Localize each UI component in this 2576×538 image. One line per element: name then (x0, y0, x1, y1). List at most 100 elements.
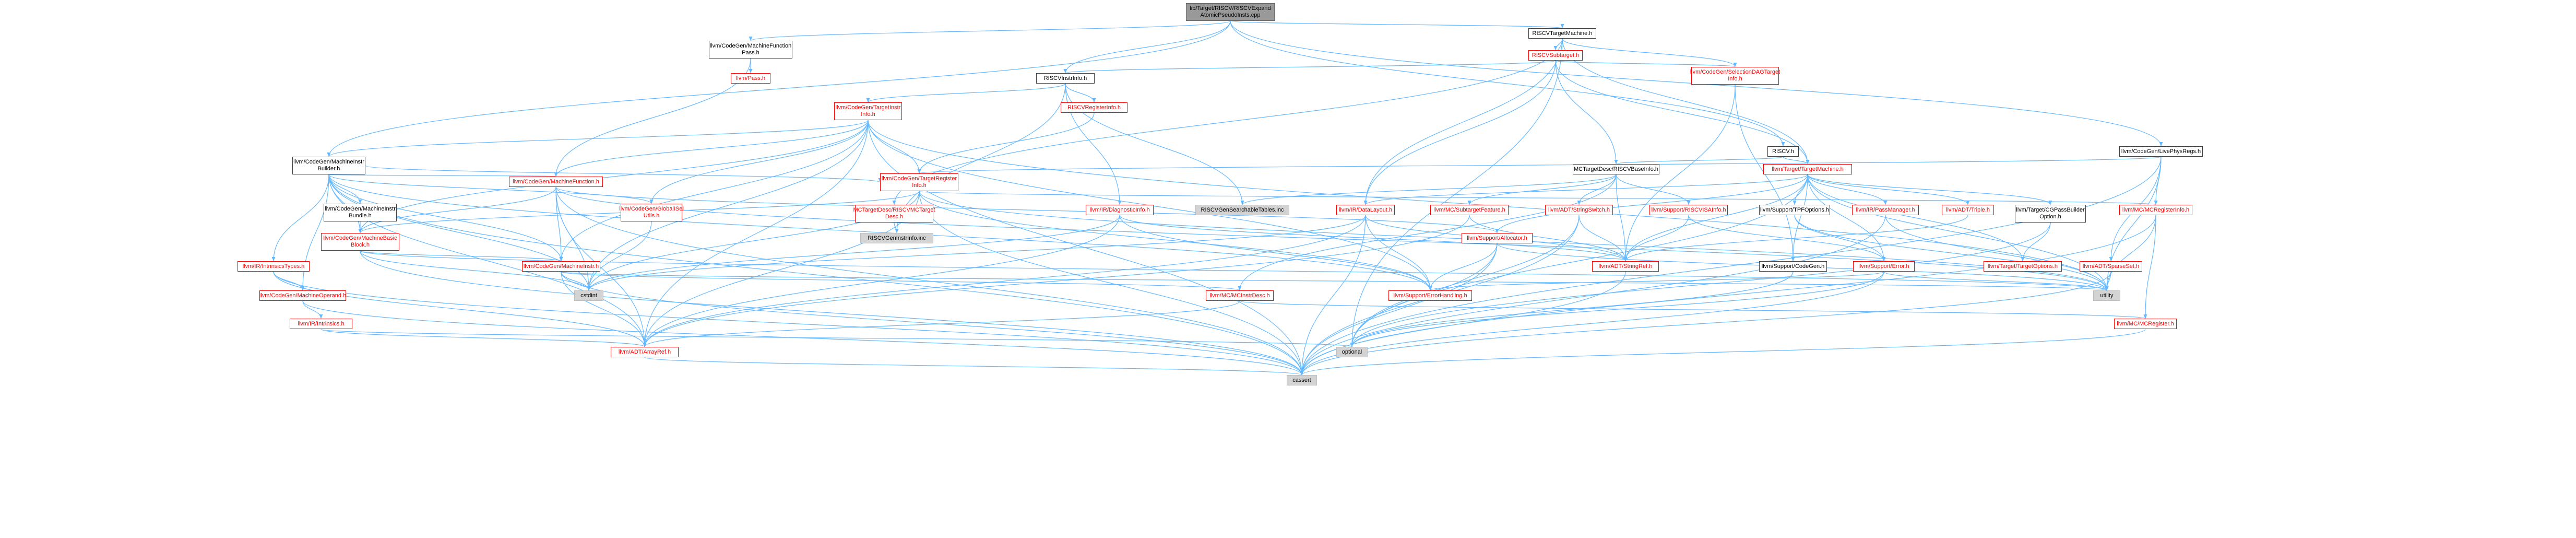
edge-tpf_options-to-utility (1794, 215, 2107, 291)
edge-arrowhead (358, 200, 362, 204)
node-pass-manager[interactable]: llvm/IR/PassManager.h (1852, 205, 1919, 215)
edge-target_machine-to-support_error (1807, 174, 1884, 262)
node-target-options[interactable]: llvm/Target/TargetOptions.h (1984, 261, 2062, 272)
node-tpf-options[interactable]: llvm/Support/TPFOptions.h (1759, 205, 1830, 215)
edge-machine_function-to-support_allocator (555, 186, 1498, 233)
node-machine-instr[interactable]: llvm/CodeGen/MachineInstr.h (522, 261, 600, 272)
edge-arrowhead (327, 153, 331, 157)
edge-target_machine-to-triple (1807, 174, 1968, 205)
edge-target_instrinfo-to-array_ref (644, 120, 869, 347)
edge-riscv_subtarget-to-mc_base_info (1555, 60, 1617, 165)
node-mc-subtarget-feature[interactable]: llvm/MC/SubtargetFeature.h (1430, 205, 1509, 215)
node-support-codegen[interactable]: llvm/Support/CodeGen.h (1759, 261, 1827, 272)
edge-target_instrinfo-to-machine_instr (561, 120, 869, 262)
node-riscv-subtarget[interactable]: RISCVSubtarget.h (1528, 50, 1583, 61)
edge-arrowhead (1363, 201, 1368, 205)
node-machine-operand[interactable]: llvm/CodeGen/MachineOperand.h (259, 290, 346, 301)
edge-target_machine-to-cgpassbuilder (1807, 174, 2051, 205)
node-error-handling[interactable]: llvm/Support/ErrorHandling.h (1388, 290, 1472, 301)
node-string-switch[interactable]: llvm/ADT/StringSwitch.h (1545, 205, 1613, 215)
node-mc-riscv-base-info[interactable]: MCTargetDesc/RISCVBaseInfo.h (1573, 164, 1659, 174)
node-machine-function[interactable]: llvm/CodeGen/MachineFunction.h (509, 177, 603, 187)
node-riscv-instrinfo[interactable]: RISCVInstrInfo.h (1036, 73, 1095, 84)
node-live-phys-regs[interactable]: llvm/CodeGen/LivePhysRegs.h (2119, 146, 2203, 157)
node-diagnostic-info[interactable]: llvm/IR/DiagnosticInfo.h (1086, 205, 1154, 215)
node-selectiondag-target-info[interactable]: llvm/CodeGen/SelectionDAGTarget Info.h (1690, 67, 1780, 85)
edge-arrowhead (1733, 63, 1737, 67)
edge-arrowhead (1350, 343, 1354, 347)
node-machine-instr-bundle[interactable]: llvm/CodeGen/MachineInstr Bundle.h (324, 204, 397, 221)
edge-arrowhead (866, 98, 870, 102)
node-machine-basic-block[interactable]: llvm/CodeGen/MachineBasic Block.h (321, 233, 399, 251)
node-ir-intrinsics[interactable]: llvm/IR/Intrinsics.h (290, 319, 352, 329)
edge-string_switch-to-optional (1351, 215, 1580, 347)
node-riscv-h[interactable]: RISCV.h (1767, 146, 1799, 157)
edge-arrowhead (1063, 69, 1067, 73)
edge-riscv_isainfo-to-string_ref (1625, 215, 1689, 262)
node-adt-array-ref[interactable]: llvm/ADT/ArrayRef.h (611, 347, 679, 357)
edge-arrowhead (358, 229, 362, 233)
node-riscv-isa-info[interactable]: llvm/Support/RISCVISAInfo.h (1649, 205, 1728, 215)
edge-machine_function-to-cstdint (555, 186, 589, 291)
edge-arrowhead (917, 169, 921, 173)
edge-arrowhead (1806, 160, 1810, 164)
edge-mc_register-to-cassert (1301, 329, 2146, 376)
edge-arrowhead (1300, 371, 1304, 375)
edge-target_reginfo-to-cassert (919, 191, 1302, 376)
node-machine-function-pass[interactable]: llvm/CodeGen/MachineFunction Pass.h (709, 41, 792, 59)
node-ir-intrinsics-types[interactable]: llvm/IR/IntrinsicsTypes.h (238, 261, 310, 272)
edge-riscv_targetmachine-to-mc_target_desc (894, 38, 1563, 205)
edge-support_error-to-error_handling (1430, 271, 1884, 291)
edge-arrowhead (1883, 201, 1888, 205)
edge-arrowhead (1553, 46, 1558, 50)
edge-mc_reginfo-to-mc_register (2145, 215, 2156, 319)
edge-codegen_h-to-optional (1351, 271, 1794, 347)
edge-support_allocator-to-error_handling (1430, 243, 1498, 291)
edge-mc_base_info-to-mc_subtarget_feature (1469, 174, 1617, 205)
edge-arrowhead (1092, 98, 1096, 102)
node-adt-triple[interactable]: llvm/ADT/Triple.h (1942, 205, 1994, 215)
node-ir-datalayout[interactable]: llvm/IR/DataLayout.h (1336, 205, 1395, 215)
node-mc-register-info[interactable]: llvm/MC/MCRegisterInfo.h (2119, 205, 2192, 215)
node-target-machine[interactable]: llvm/Target/TargetMachine.h (1763, 164, 1852, 174)
node-pass[interactable]: llvm/Pass.h (731, 73, 770, 84)
node-mc-instr-desc[interactable]: llvm/MC/MCInstrDesc.h (1206, 290, 1274, 301)
edge-riscv_instrinfo-to-target_instrinfo (868, 83, 1066, 103)
node-target-register-info[interactable]: llvm/CodeGen/TargetRegister Info.h (880, 173, 958, 191)
edge-riscv_targetmachine-to-selectiondag_info (1562, 38, 1736, 67)
edge-mib-to-machine_instr (328, 174, 562, 262)
edge-arrowhead (749, 69, 753, 73)
node-sparse-set[interactable]: llvm/ADT/SparseSet.h (2080, 261, 2142, 272)
node-mc-register[interactable]: llvm/MC/MCRegister.h (2114, 319, 2177, 329)
edge-target_machine-to-ir_datalayout (1365, 174, 1808, 205)
edge-root-to-mfp (750, 20, 1231, 41)
node-riscv-target-machine[interactable]: RISCVTargetMachine.h (1528, 28, 1596, 39)
node-support-error[interactable]: llvm/Support/Error.h (1853, 261, 1915, 272)
edge-mc_base_info-to-string_switch (1578, 174, 1617, 205)
edge-triple-to-string_ref (1625, 215, 1968, 262)
edge-riscv_subtarget-to-ir_datalayout (1365, 60, 1556, 205)
node-mc-target-desc[interactable]: MCTargetDesc/RISCVMCTarget Desc.h (853, 205, 935, 223)
node-global-isel-utils[interactable]: llvm/CodeGen/GlobalISel Utils.h (619, 204, 684, 221)
node-cstdint: cstdint (574, 290, 603, 301)
edge-root-to-mib (328, 20, 1231, 157)
edge-mc_base_info-to-string_ref (1616, 174, 1626, 262)
edge-target_machine-to-support_allocator (1497, 174, 1808, 233)
node-string-ref[interactable]: llvm/ADT/StringRef.h (1592, 261, 1659, 272)
edge-mib-to-machine_function (328, 174, 556, 177)
edge-arrowhead (895, 229, 899, 233)
edge-machine_instr-to-utility (561, 271, 2107, 291)
node-machine-instr-builder[interactable]: llvm/CodeGen/MachineInstr Builder.h (292, 157, 365, 174)
edge-arrowhead (554, 172, 558, 177)
edge-mc_instr_desc-to-array_ref (644, 300, 1240, 347)
edge-array_ref-to-cassert (644, 357, 1302, 376)
node-support-allocator[interactable]: llvm/Support/Allocator.h (1462, 233, 1533, 243)
edge-mbb-to-cstdint (360, 250, 589, 291)
node-riscv-registerinfo[interactable]: RISCVRegisterInfo.h (1061, 102, 1127, 113)
edge-mib-to-global_isel_utils (328, 174, 652, 204)
edge-live_phys_regs-to-cassert (1301, 156, 2162, 376)
edge-selectiondag_info-to-string_ref (1625, 84, 1736, 262)
node-cg-pass-builder-option[interactable]: llvm/Target/CGPassBuilder Option.h (2015, 205, 2086, 223)
node-utility: utility (2093, 290, 2120, 301)
node-target-instrinfo[interactable]: llvm/CodeGen/TargetInstr Info.h (834, 102, 902, 120)
